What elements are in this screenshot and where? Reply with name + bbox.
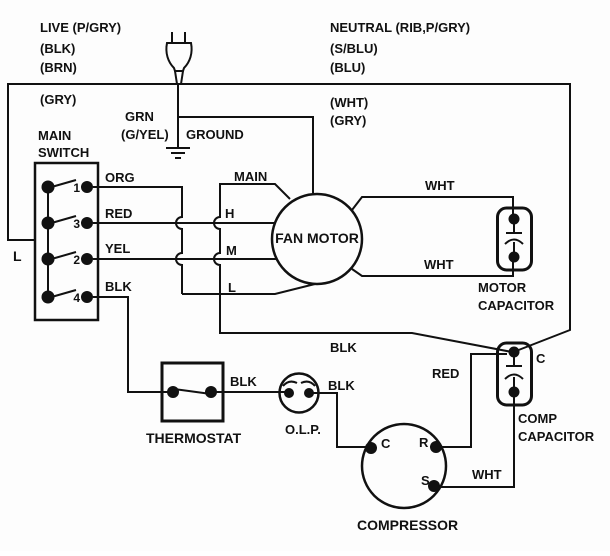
compressor-c-label: C	[381, 436, 391, 451]
thermostat-out-label: BLK	[230, 374, 257, 389]
compressor-r-label: R	[419, 435, 429, 450]
thermostat-contact	[205, 386, 217, 398]
wht-bottom-wire	[351, 260, 514, 277]
org-wire	[93, 186, 183, 294]
comp-capacitor-symbol	[504, 346, 524, 398]
common-blk-wire	[219, 294, 513, 353]
ground-bars	[166, 147, 190, 159]
yel-wire-label: YEL	[105, 241, 130, 256]
ground-wire-alt-label: (G/YEL)	[121, 127, 169, 142]
switch-input-label: L	[13, 248, 22, 264]
switch-pole-number: 2	[73, 253, 80, 267]
live-alt-label: (GRY)	[40, 92, 76, 107]
neutral-label: NEUTRAL (RIB,P/GRY)	[330, 20, 470, 35]
switch-contact	[81, 253, 93, 265]
capacitor-terminal	[508, 346, 520, 358]
main-switch-label-1: MAIN	[38, 128, 71, 143]
motor-capacitor-label-2: CAPACITOR	[478, 298, 555, 313]
wht-wire-compressor	[440, 397, 515, 488]
compressor-terminals	[365, 441, 442, 492]
supply-border-wire	[7, 83, 571, 352]
power-plug-icon	[165, 32, 193, 85]
fan-terminal-l-label: L	[228, 280, 236, 295]
red-compressor-label: RED	[432, 366, 459, 381]
main-switch-label-2: SWITCH	[38, 145, 89, 160]
blk-wire-to-thermostat	[93, 296, 170, 393]
olp-symbol	[282, 380, 316, 398]
blk-wire-to-compressor	[311, 392, 367, 448]
motor-capacitor-box	[496, 206, 533, 272]
comp-capacitor-label-1: COMP	[518, 411, 557, 426]
blk-wire-label: BLK	[105, 279, 132, 294]
olp-out-label: BLK	[328, 378, 355, 393]
fan-motor-label: FAN MOTOR	[275, 230, 359, 246]
ground-icon	[166, 84, 190, 159]
olp-contact	[284, 388, 294, 398]
switch-contact	[41, 252, 55, 266]
wht-compressor-label: WHT	[472, 467, 502, 482]
capacitor-terminal	[508, 386, 520, 398]
capacitor-plates	[504, 357, 524, 387]
main-switch: 1 3 2 4	[41, 179, 93, 305]
capacitor-terminal	[508, 213, 520, 225]
fan-terminal-h-label: H	[225, 206, 234, 221]
l-terminal-wire	[182, 280, 328, 295]
ground-wire-label: GRN	[125, 109, 154, 124]
plug-body	[165, 42, 193, 72]
plug-cord	[174, 70, 184, 85]
thermostat-contact	[167, 386, 179, 398]
wht-bottom-label: WHT	[424, 257, 454, 272]
switch-blades	[47, 179, 77, 299]
comp-capacitor-label-2: CAPACITOR	[518, 429, 595, 444]
switch-pole-number: 1	[73, 181, 80, 195]
thermostat	[167, 386, 217, 398]
capacitor-terminal	[508, 251, 520, 263]
plug-prongs	[171, 32, 186, 43]
fan-motor-circle	[270, 192, 364, 286]
switch-contact	[41, 216, 55, 230]
olp-label: O.L.P.	[285, 422, 321, 437]
neutral-alt-label: (GRY)	[330, 113, 366, 128]
main-terminal-wire	[213, 183, 291, 294]
live-label: LIVE (P/GRY)	[40, 20, 121, 35]
red-wire-label: RED	[105, 206, 132, 221]
switch-contact	[41, 290, 55, 304]
compressor-terminal-s	[428, 480, 440, 492]
switch-contact	[81, 291, 93, 303]
wht-top-label: WHT	[425, 178, 455, 193]
thermostat-label: THERMOSTAT	[146, 430, 242, 446]
fan-terminal-m-label: M	[226, 243, 237, 258]
capacitor-plates	[504, 224, 524, 252]
fan-terminal-main-label: MAIN	[234, 169, 267, 184]
olp-bimetal-whiskers	[282, 380, 316, 387]
ground-to-motor-wire	[178, 116, 314, 193]
compressor-s-label: S	[421, 473, 430, 488]
comp-capacitor-terminal-label: C	[536, 351, 546, 366]
compressor-circle	[360, 422, 448, 510]
switch-contact	[41, 180, 55, 194]
switch-contact	[81, 217, 93, 229]
thermostat-blade	[173, 388, 212, 395]
compressor-terminal-c	[365, 442, 377, 454]
ground-label: GROUND	[186, 127, 244, 142]
switch-pole-number: 3	[73, 217, 80, 231]
live-alt-label: (BLK)	[40, 41, 75, 56]
motor-capacitor-label-1: MOTOR	[478, 280, 527, 295]
neutral-alt-label: (S/BLU)	[330, 41, 378, 56]
common-blk-label: BLK	[330, 340, 357, 355]
compressor-label: COMPRESSOR	[357, 517, 458, 533]
wht-top-wire	[351, 196, 514, 216]
olp-contact	[304, 388, 314, 398]
red-wire-compressor	[442, 353, 507, 448]
live-alt-label: (BRN)	[40, 60, 77, 75]
switch-contact	[81, 181, 93, 193]
compressor-terminal-r	[430, 441, 442, 453]
motor-capacitor-symbol	[504, 213, 524, 263]
neutral-alt-label: (BLU)	[330, 60, 365, 75]
org-wire-label: ORG	[105, 170, 135, 185]
neutral-alt-label: (WHT)	[330, 95, 368, 110]
switch-pole-number: 4	[73, 291, 80, 305]
